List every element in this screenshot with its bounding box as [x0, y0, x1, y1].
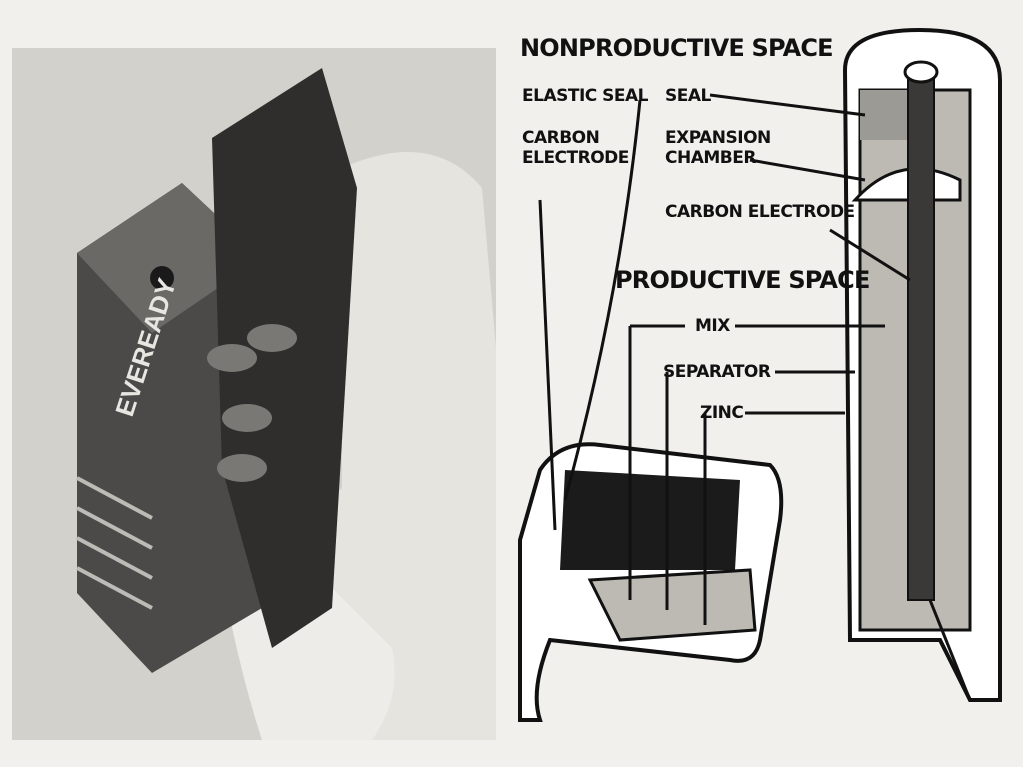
- label-zinc: ZINC: [700, 403, 744, 423]
- label-mix: MIX: [695, 316, 730, 336]
- leader-lines: [538, 93, 911, 625]
- battery-cross-section-diagram: [518, 27, 1002, 722]
- productive-space-title: PRODUCTIVE SPACE: [615, 266, 870, 294]
- label-seal: SEAL: [665, 86, 711, 106]
- label-elastic-seal: ELASTIC SEAL: [522, 86, 649, 106]
- hand-holding-battery-illustration: EVEREADY: [12, 48, 496, 740]
- nonproductive-space-title: NONPRODUCTIVE SPACE: [520, 34, 834, 62]
- label-carbon-electrode-right: CARBON ELECTRODE: [665, 202, 855, 222]
- label-carbon-electrode-left: CARBON ELECTRODE: [522, 128, 629, 168]
- flat-cell: [518, 442, 784, 722]
- label-expansion-chamber: EXPANSION CHAMBER: [665, 128, 771, 168]
- cylindrical-cell: [842, 27, 1002, 702]
- battery-photo: EVEREADY: [12, 48, 496, 740]
- label-separator: SEPARATOR: [663, 362, 771, 382]
